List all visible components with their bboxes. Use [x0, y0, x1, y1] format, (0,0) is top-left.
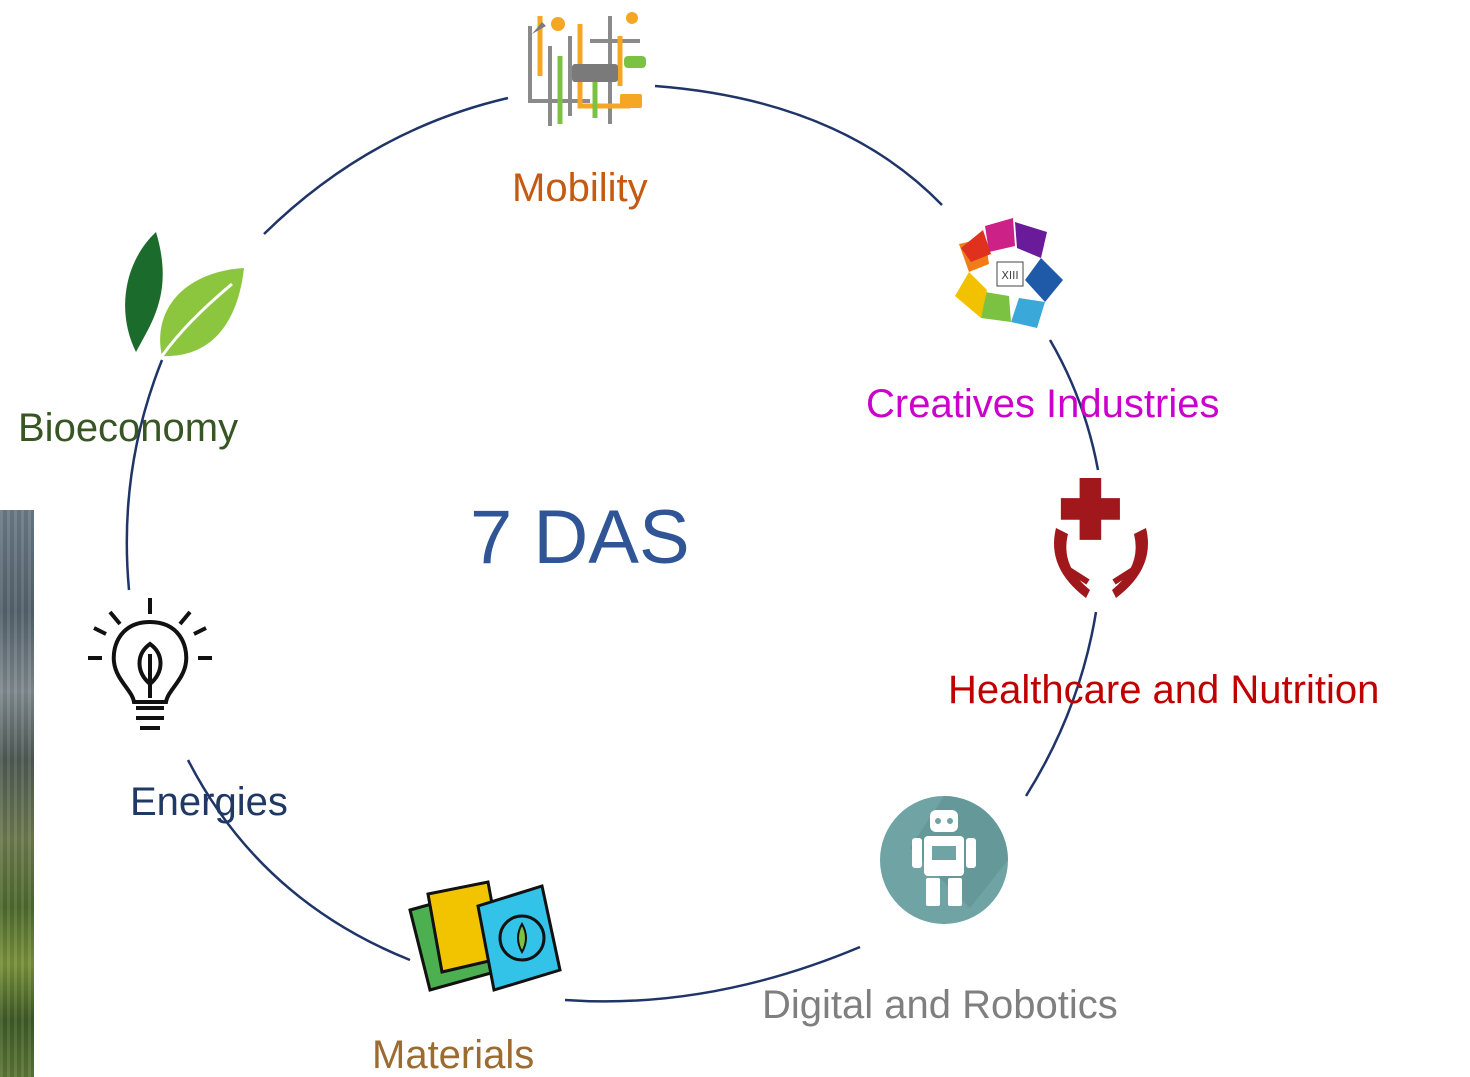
- node-label-materials: Materials: [372, 1033, 535, 1077]
- background-photo-strip: [0, 510, 34, 1077]
- arc-mobility-creative: [654, 84, 943, 206]
- mobility-transport-icon: [528, 12, 646, 126]
- creative-cubes-icon: XIII: [955, 218, 1063, 328]
- materials-recycle-icon: [408, 880, 562, 992]
- node-label-digital-and-robotics: Digital and Robotics: [762, 983, 1118, 1027]
- robot-icon: [880, 796, 1008, 924]
- svg-text:XIII: XIII: [1001, 269, 1018, 282]
- lightbulb-leaf-icon: [88, 598, 212, 730]
- center-title: 7 DAS: [470, 495, 690, 580]
- node-label-creatives-industries: Creatives Industries: [866, 382, 1220, 426]
- node-label-bioeconomy: Bioeconomy: [18, 406, 239, 450]
- arc-materials-energies: [186, 759, 411, 962]
- leaf-icon: [125, 232, 244, 357]
- healthcare-hands-cross-icon: [1054, 478, 1148, 598]
- arc-energies-bioeconomy: [125, 359, 164, 591]
- arc-healthcare-digital: [1024, 611, 1098, 797]
- node-label-mobility: Mobility: [512, 166, 648, 210]
- arc-creative-healthcare: [1048, 339, 1100, 471]
- node-label-healthcare-and-nutrition: Healthcare and Nutrition: [948, 668, 1380, 712]
- arc-bioeconomy-mobility: [263, 96, 509, 235]
- arc-digital-materials: [564, 945, 861, 1003]
- node-label-energies: Energies: [130, 780, 288, 824]
